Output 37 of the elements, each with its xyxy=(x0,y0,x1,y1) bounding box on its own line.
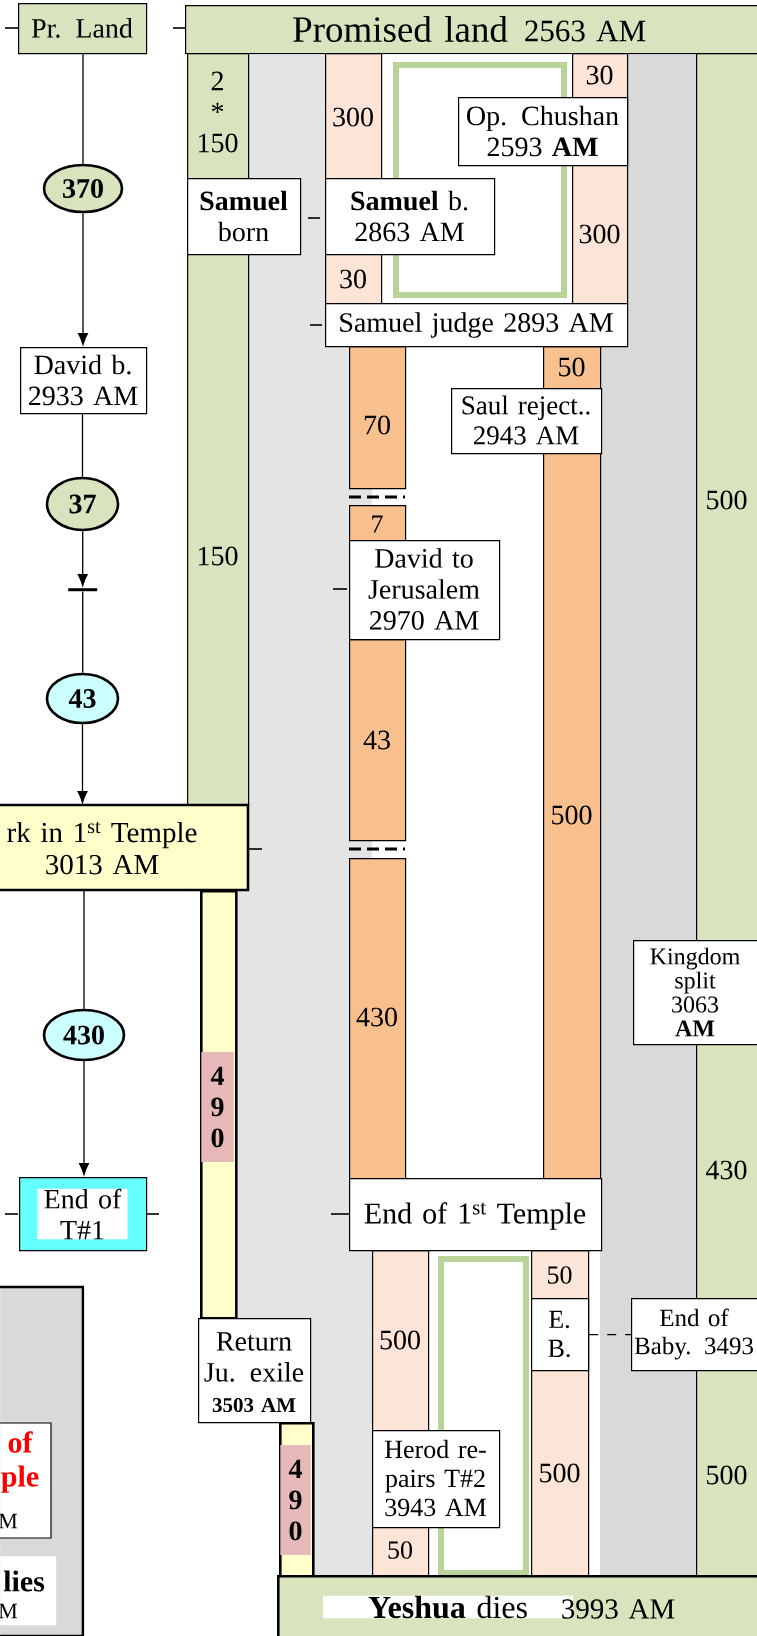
node-label: 500 xyxy=(707,1465,747,1485)
connector-line xyxy=(83,889,85,1010)
label-box: Kingdom split 3063 AM xyxy=(633,940,757,1046)
node-label: 500 xyxy=(707,490,747,510)
label-box: David to Jerusalem 2970 AM xyxy=(349,540,501,641)
arrow xyxy=(77,723,88,804)
label-box: Herod re- pairs T#2 3943 AM xyxy=(372,1430,501,1529)
label-box: Samuel born xyxy=(187,178,302,256)
label-box: E. B. xyxy=(531,1298,590,1372)
arrow xyxy=(79,1060,89,1176)
label-box: Saul reject.. 2943 AM xyxy=(451,388,603,455)
label-box: Pr. Land xyxy=(18,3,148,55)
label-box: End of Baby. 3493 xyxy=(631,1298,757,1372)
period-bar: 70 xyxy=(349,346,407,490)
period-bar: 4 9 0 xyxy=(200,890,238,1320)
label-box: rk in 1$^{st}$ Temple 3013 AM xyxy=(0,803,250,892)
label-box: Op. Chushan 2593 AM xyxy=(458,97,629,167)
arrow xyxy=(77,530,88,587)
connector-line xyxy=(82,53,84,165)
label-box: Samuel judge 2893 AM xyxy=(325,303,629,348)
stop-bar xyxy=(68,588,98,592)
node-label: 430 xyxy=(706,1160,747,1180)
period-bar: 4 9 0 xyxy=(279,1422,315,1578)
label-box: End of T#1 xyxy=(19,1177,148,1252)
label-box: End of 1$^{st}$ Temple xyxy=(349,1178,603,1252)
connector-line xyxy=(82,590,84,674)
connector-line xyxy=(588,1333,632,1336)
label-box: Samuel b. 2863 AM xyxy=(325,178,496,256)
label-box: Return Ju. exile 3503 AM xyxy=(198,1318,312,1424)
period-bar: 7 xyxy=(349,505,407,542)
arrow xyxy=(78,212,88,346)
title-bar: Yeshua dies 3993 AM xyxy=(277,1575,757,1636)
period-bar: 430 xyxy=(349,858,407,1180)
connector-line xyxy=(81,413,84,478)
label-box: David b. 2933 AM xyxy=(20,347,148,415)
period-bar: 43 xyxy=(349,639,407,842)
title-bar: Promised land 2563 AM xyxy=(185,5,757,55)
